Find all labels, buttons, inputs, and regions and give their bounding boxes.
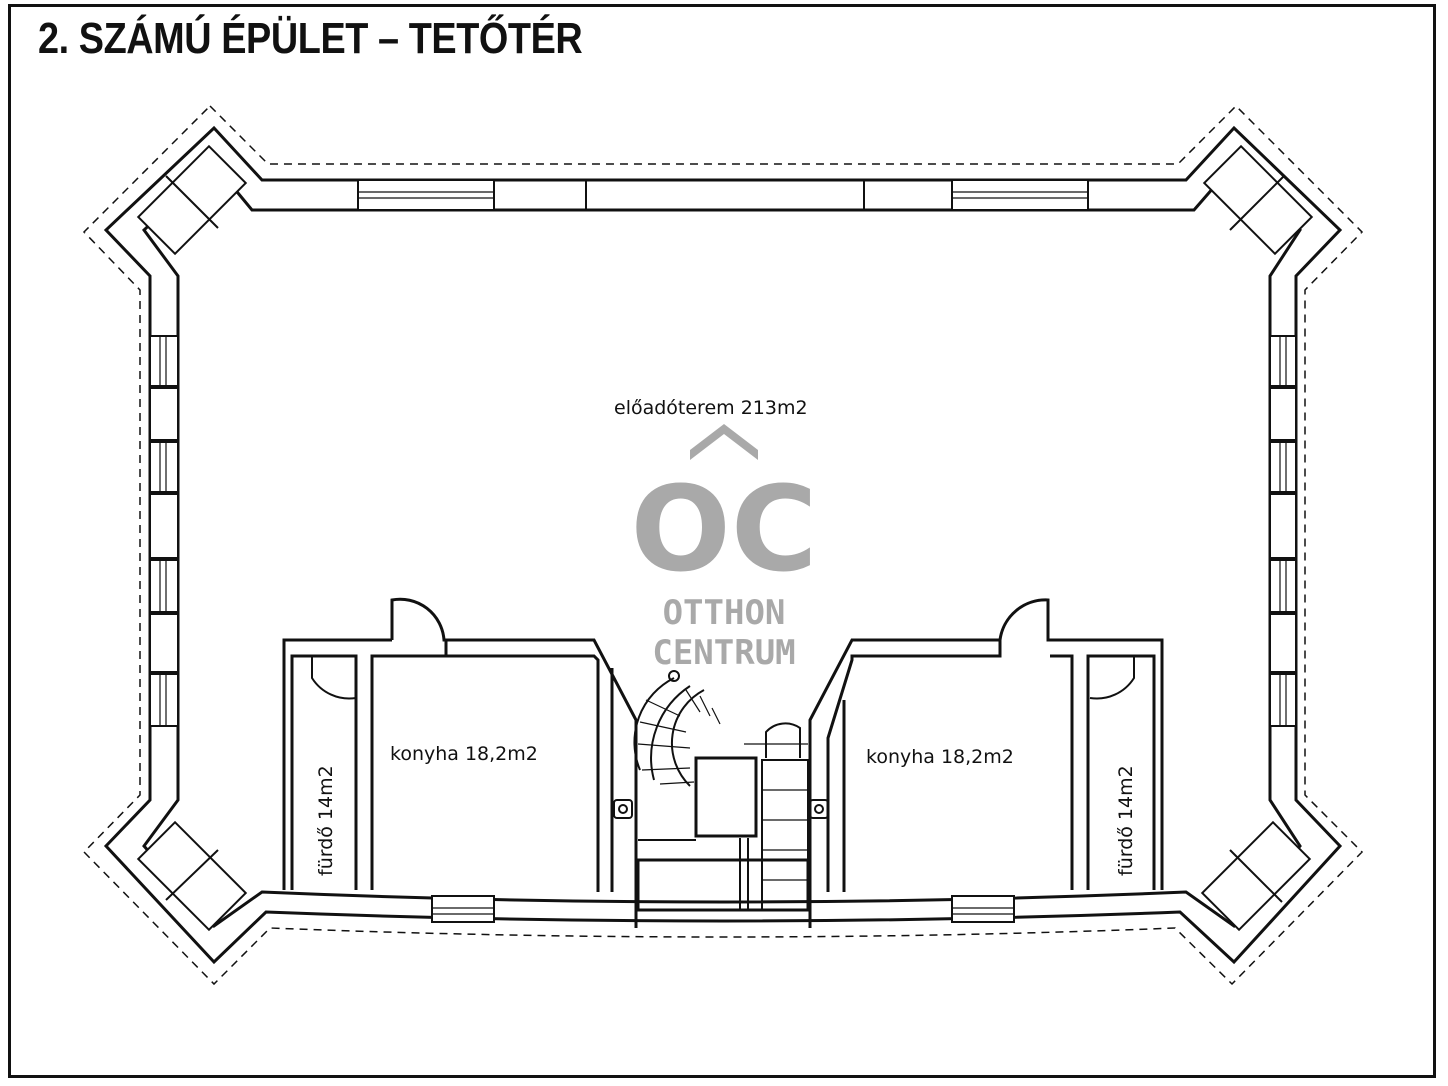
- corner-tower-ne: [1202, 144, 1314, 256]
- watermark-letters: OC: [631, 460, 818, 598]
- room-label-kitchen-right: konyha 18,2m2: [866, 746, 1014, 768]
- stair-core: [633, 670, 810, 912]
- corner-tower-nw: [136, 144, 248, 256]
- kitchen-right-walls: [808, 598, 1164, 928]
- corner-tower-se: [1200, 820, 1312, 932]
- watermark-roof-icon: [690, 424, 758, 460]
- room-label-hall: előadóterem 213m2: [614, 397, 808, 419]
- bottom-wall-windows: [431, 895, 1015, 923]
- right-wall-windows: [1269, 335, 1297, 727]
- room-label-bath-left: fürdő 14m2: [315, 765, 337, 876]
- drawing-frame: [8, 4, 1436, 1078]
- otthon-centrum-watermark: OC OTTHON CENTRUM: [631, 424, 818, 673]
- top-wall-windows: [357, 179, 1089, 211]
- room-label-bath-right: fürdő 14m2: [1115, 765, 1137, 876]
- room-label-kitchen-left: konyha 18,2m2: [390, 743, 538, 765]
- roof-outline-dashed: [82, 104, 1364, 986]
- kitchen-left-walls: [372, 597, 638, 928]
- outer-wall-outer: [103, 125, 1343, 965]
- corner-tower-sw: [136, 820, 248, 932]
- plan-title: 2. SZÁMÚ ÉPÜLET – TETŐTÉR: [38, 14, 583, 63]
- watermark-line2: CENTRUM: [652, 633, 795, 673]
- left-wall-windows: [149, 335, 179, 727]
- bath-left-walls: [282, 638, 392, 890]
- watermark-line1: OTTHON: [663, 593, 786, 633]
